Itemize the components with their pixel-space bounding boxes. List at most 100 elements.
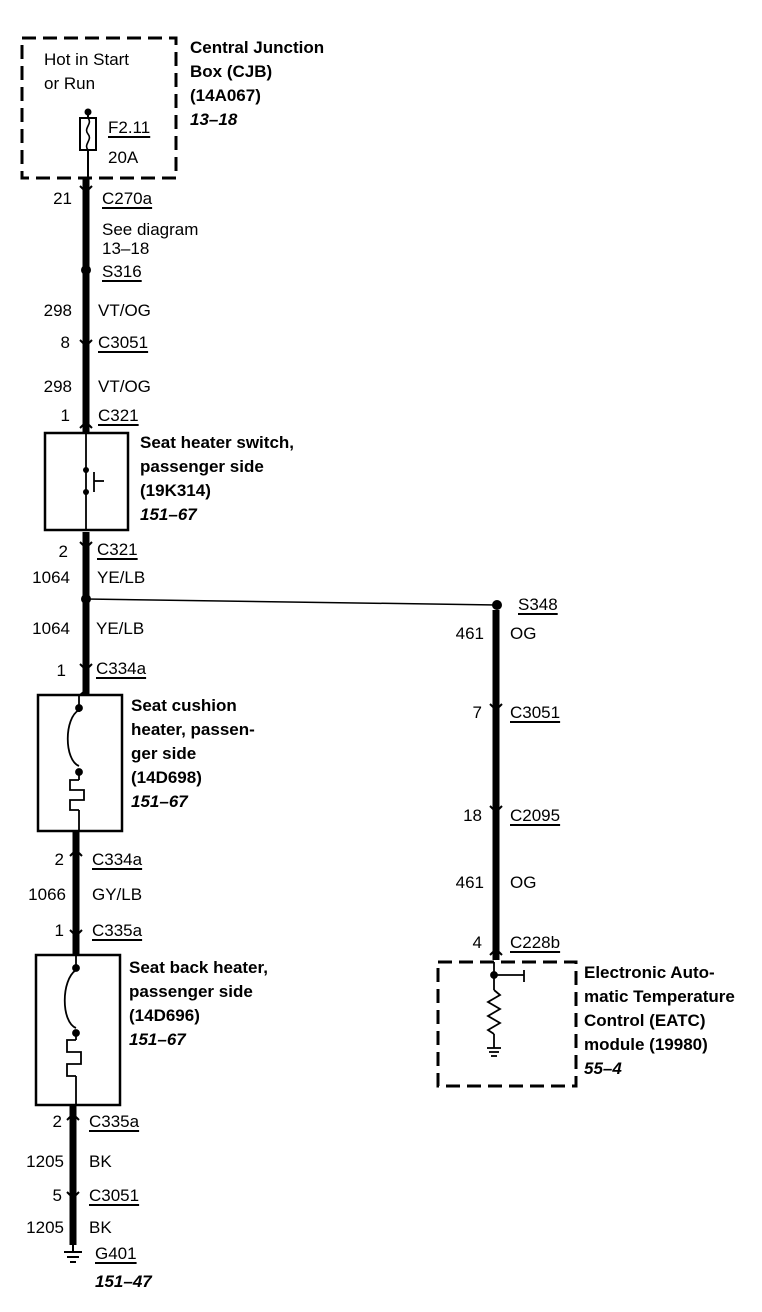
switch-contact-icon	[83, 467, 89, 473]
circuit-number: 1205	[26, 1152, 64, 1171]
seat-back-heater-title: Seat back heater, passenger side (14D696…	[129, 956, 268, 1052]
component-ref: 151–67	[131, 792, 188, 811]
eatc-internal-resistor-icon	[486, 962, 525, 1057]
connector-label: C334a	[96, 659, 147, 678]
eatc-module-title: Electronic Auto- matic Temperature Contr…	[584, 961, 735, 1081]
cjb-power-label-line: or Run	[44, 74, 96, 93]
title-line: passenger side	[129, 982, 253, 1001]
seat-heater-switch-title: Seat heater switch, passenger side (19K3…	[140, 431, 294, 527]
splice-s348-node	[492, 600, 502, 610]
ground-label: G401	[95, 1244, 137, 1263]
pin-number: 1	[56, 661, 66, 680]
pin-number: 1	[60, 406, 70, 425]
circuit-number: 461	[455, 873, 484, 892]
component-ref: 151–67	[129, 1030, 186, 1049]
cjb-title-line: Box (CJB)	[190, 62, 273, 81]
cjb-box	[20, 36, 178, 180]
connector-label: C335a	[92, 921, 143, 940]
title-line: Seat heater switch,	[140, 433, 295, 452]
see-diagram-note: See diagram 13–18	[102, 220, 198, 258]
connector-label: C3051	[98, 333, 149, 352]
connector-label: C321	[98, 406, 139, 425]
component-ref: 151–67	[140, 505, 197, 524]
switch-contact-icon	[83, 489, 89, 495]
pin-number: 21	[53, 189, 72, 208]
circuit-number: 298	[43, 301, 72, 320]
title-line: Seat back heater,	[129, 958, 268, 977]
left-wire	[69, 178, 90, 1245]
title-line: Seat cushion	[131, 696, 237, 715]
heater-element-icon	[63, 955, 82, 1105]
wire-color: GY/LB	[92, 885, 143, 904]
title-line: matic Temperature	[584, 987, 735, 1006]
connector-label: C335a	[89, 1112, 140, 1131]
cjb-power-node	[84, 108, 92, 116]
connector-label: C3051	[510, 703, 561, 722]
fuse-element-icon	[85, 117, 91, 151]
connector-chevron-icon	[489, 703, 503, 956]
component-ref: 55–4	[584, 1059, 622, 1078]
title-line: (19K314)	[140, 481, 211, 500]
connector-label: C334a	[92, 850, 143, 869]
title-line: Electronic Auto-	[584, 963, 715, 982]
note-line: See diagram	[102, 220, 199, 239]
wire-color: BK	[89, 1218, 112, 1237]
cjb-ref: 13–18	[190, 110, 238, 129]
circuit-number: 1205	[26, 1218, 64, 1237]
ground-ref: 151–47	[95, 1272, 152, 1291]
ground-icon	[64, 1245, 82, 1263]
circuit-number: 1066	[28, 885, 66, 904]
heater-element-icon	[66, 695, 85, 831]
wire-color: YE/LB	[96, 619, 145, 638]
pin-number: 8	[60, 333, 70, 352]
seat-back-heater-box	[34, 953, 122, 1107]
title-line: (14D698)	[131, 768, 202, 787]
circuit-number: 298	[43, 377, 72, 396]
eatc-module-box	[436, 960, 578, 1088]
circuit-number: 1064	[32, 568, 70, 587]
pin-number: 2	[58, 542, 68, 561]
cjb-title-line: Central Junction	[190, 38, 325, 57]
wire-color: VT/OG	[98, 301, 151, 320]
title-line: heater, passen-	[131, 720, 255, 739]
connector-label: C2095	[510, 806, 561, 825]
circuit-number: 1064	[32, 619, 70, 638]
wire-color: VT/OG	[98, 377, 151, 396]
splice-label: S348	[518, 595, 558, 614]
wire-color: OG	[510, 624, 537, 643]
pin-number: 5	[52, 1186, 62, 1205]
seat-cushion-heater-title: Seat cushion heater, passen- ger side (1…	[131, 694, 255, 814]
connector-label: C3051	[89, 1186, 140, 1205]
wire-color: BK	[89, 1152, 112, 1171]
connector-label: C270a	[102, 189, 153, 208]
title-line: ger side	[131, 744, 197, 763]
pin-number: 1	[54, 921, 64, 940]
note-line: 13–18	[102, 239, 150, 258]
fuse-rating: 20A	[108, 148, 139, 167]
cjb-power-label: Hot in Start or Run	[44, 48, 129, 96]
cjb-title: Central Junction Box (CJB) (14A067) 13–1…	[190, 36, 324, 132]
title-line: Control (EATC)	[584, 1011, 706, 1030]
connector-chevron-icon	[66, 185, 93, 1200]
title-line: module (19980)	[584, 1035, 708, 1054]
circuit-number: 461	[455, 624, 484, 643]
pin-number: 2	[52, 1112, 62, 1131]
pin-number: 18	[463, 806, 482, 825]
fuse-label: F2.11	[108, 118, 151, 137]
connector-label: C321	[97, 540, 138, 559]
s348-cross-wire	[85, 598, 498, 606]
seat-cushion-heater-box	[36, 693, 124, 833]
pin-number: 4	[472, 933, 482, 952]
pin-number: 2	[54, 850, 64, 869]
connector-label: C228b	[510, 933, 561, 952]
cjb-title-line: (14A067)	[190, 86, 261, 105]
splice-label: S316	[102, 262, 142, 281]
wire-color: OG	[510, 873, 537, 892]
title-line: passenger side	[140, 457, 264, 476]
splice-s316-node	[81, 265, 91, 275]
pin-number: 7	[472, 703, 482, 722]
wire-color: YE/LB	[97, 568, 146, 587]
title-line: (14D696)	[129, 1006, 200, 1025]
cjb-power-label-line: Hot in Start	[44, 50, 130, 69]
